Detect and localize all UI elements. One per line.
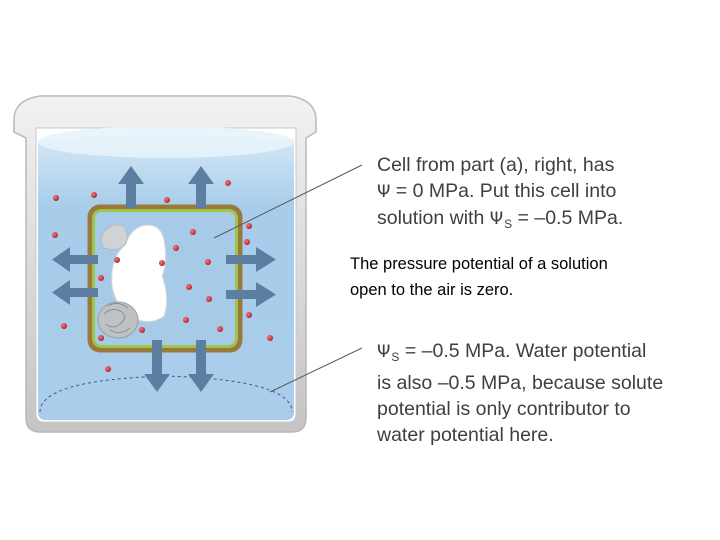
leader-line-top — [213, 164, 363, 239]
annotation-top-line3: solution with ΨS = –0.5 MPa. — [377, 207, 624, 231]
annotation-solute-potential: ΨS = –0.5 MPa. Water potential is also –… — [377, 338, 663, 448]
leader-line-bottom — [269, 347, 363, 393]
annotation-top-line2: Ψ = 0 MPa. Put this cell into — [377, 180, 617, 202]
annotation-pressure-potential: The pressure potential of a solution ope… — [350, 251, 608, 303]
solute-particle-icon — [52, 180, 273, 372]
annotation-middle-line2: open to the air is zero. — [350, 281, 514, 299]
cell-membrane — [92, 209, 238, 348]
annotation-bottom-line1: ΨS = –0.5 MPa. Water potential — [377, 340, 647, 364]
nucleus-shape — [97, 301, 139, 339]
water-surface — [38, 126, 294, 158]
outward-arrow-icon — [52, 166, 276, 392]
annotation-middle-line1: The pressure potential of a solution — [350, 255, 608, 273]
annotation-top-line1: Cell from part (a), right, has — [377, 154, 615, 176]
annotation-cell-from-part-a: Cell from part (a), right, has Ψ = 0 MPa… — [377, 152, 623, 237]
organelle-shape — [100, 224, 128, 251]
annotation-bottom-line3: potential is only contributor to — [377, 398, 631, 420]
annotation-bottom-line4: water potential here. — [377, 424, 554, 446]
annotation-bottom-line2: is also –0.5 MPa, because solute — [377, 372, 664, 394]
